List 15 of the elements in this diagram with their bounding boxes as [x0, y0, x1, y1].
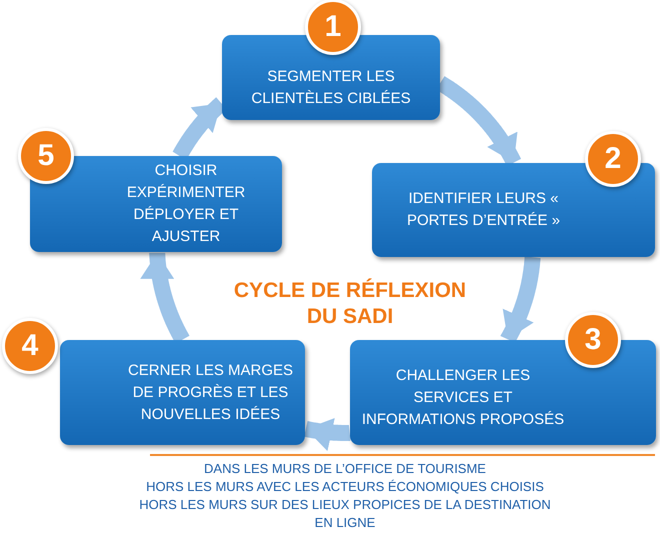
- step-number: 4: [2, 318, 58, 374]
- note-text: HORS LES MURS SUR DES LIEUX PROPICES DE LA DESTINATION: [138, 497, 552, 513]
- note-text: DANS LES MURS DE L’OFFICE DE TOURISME: [203, 461, 487, 477]
- note-text: EN LIGNE: [314, 515, 376, 531]
- step-number: 5: [18, 128, 74, 184]
- note-text: HORS LES MURS AVEC LES ACTEURS ÉCONOMIQUES CHOISIS: [145, 479, 545, 495]
- step-text: IDENTIFIER LEURS « PORTES D’ENTRÉE »: [406, 189, 562, 231]
- step-number: 3: [565, 312, 621, 368]
- step-number: 1: [305, 0, 361, 55]
- step-number: 2: [585, 131, 641, 187]
- step-text: CERNER LES MARGES DE PROGRÈS ET LES NOUVELLES IDÉES: [126, 360, 294, 424]
- step-text: CHALLENGER LES SERVICES ET INFORMATIONS PROPOSÉS: [360, 366, 566, 430]
- step-text: SEGMENTER LES CLIENTÈLES CIBLÉES: [250, 66, 412, 108]
- step-text: CHOISIR EXPÉRIMENTER DÉPLOYER ET AJUSTER: [126, 161, 246, 247]
- cycle-title: CYCLE DE RÉFLEXION DU SADI: [232, 278, 468, 330]
